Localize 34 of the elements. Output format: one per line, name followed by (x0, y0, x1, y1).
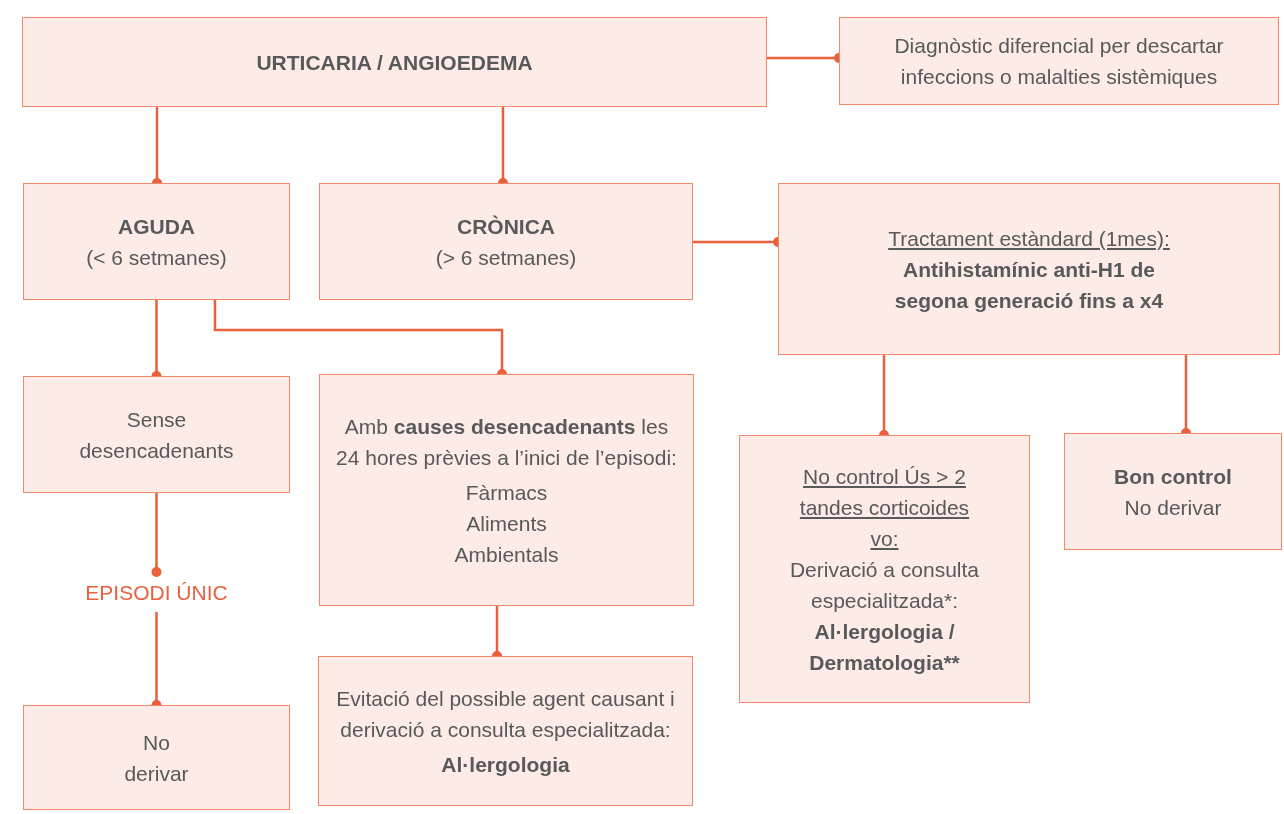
process-box (778, 183, 1280, 355)
box-text: Al·lergologia / Dermatologia** (808, 618, 961, 676)
box-text: No control Ús > 2 tandes corticoides vo: (798, 463, 971, 552)
process-box (23, 183, 290, 300)
box-text: Antihistamínic anti-H1 de segona generació fins a x4 (893, 256, 1165, 314)
box-text: CRÒNICA (457, 213, 555, 240)
connector-line (151, 493, 162, 577)
process-box (22, 17, 767, 107)
box-text: Sense desencadenants (78, 406, 235, 464)
box-text: Tractament estàndard (1mes): (888, 225, 1170, 252)
box-text: (< 6 setmanes) (86, 244, 227, 271)
process-box (23, 705, 290, 810)
box-text: Evitació del possible agent causant i derivació a consulta especialitzada: (335, 685, 676, 743)
box-text: Amb causes desencadenants les 24 hores prèvies a l’inici de l’episodi: (336, 413, 677, 471)
box-text: No derivar (1124, 494, 1222, 521)
process-box (319, 183, 693, 300)
box-text: EPISODI ÚNIC (85, 579, 228, 606)
box-text: Al·lergologia (441, 751, 570, 778)
process-box (319, 374, 694, 606)
box-text: Ambientals (454, 541, 559, 568)
process-box (839, 17, 1279, 105)
box-text: Aliments (466, 510, 547, 537)
box-text: (> 6 setmanes) (435, 244, 577, 271)
process-box (23, 376, 290, 493)
box-text: Bon control (1114, 463, 1232, 490)
box-text: Diagnòstic diferencial per descartar infeccions o malalties sistèmiques (893, 33, 1225, 90)
box-text: Fàrmacs (465, 479, 548, 506)
box-text: AGUDA (118, 213, 195, 240)
box-text: Derivació a consulta especialitzada*: (788, 556, 981, 614)
process-box (318, 656, 693, 806)
box-text: No derivar (123, 729, 190, 787)
box-text: URTICARIA / ANGIOEDEMA (256, 49, 533, 76)
process-box (1064, 433, 1282, 550)
process-box (739, 435, 1030, 703)
